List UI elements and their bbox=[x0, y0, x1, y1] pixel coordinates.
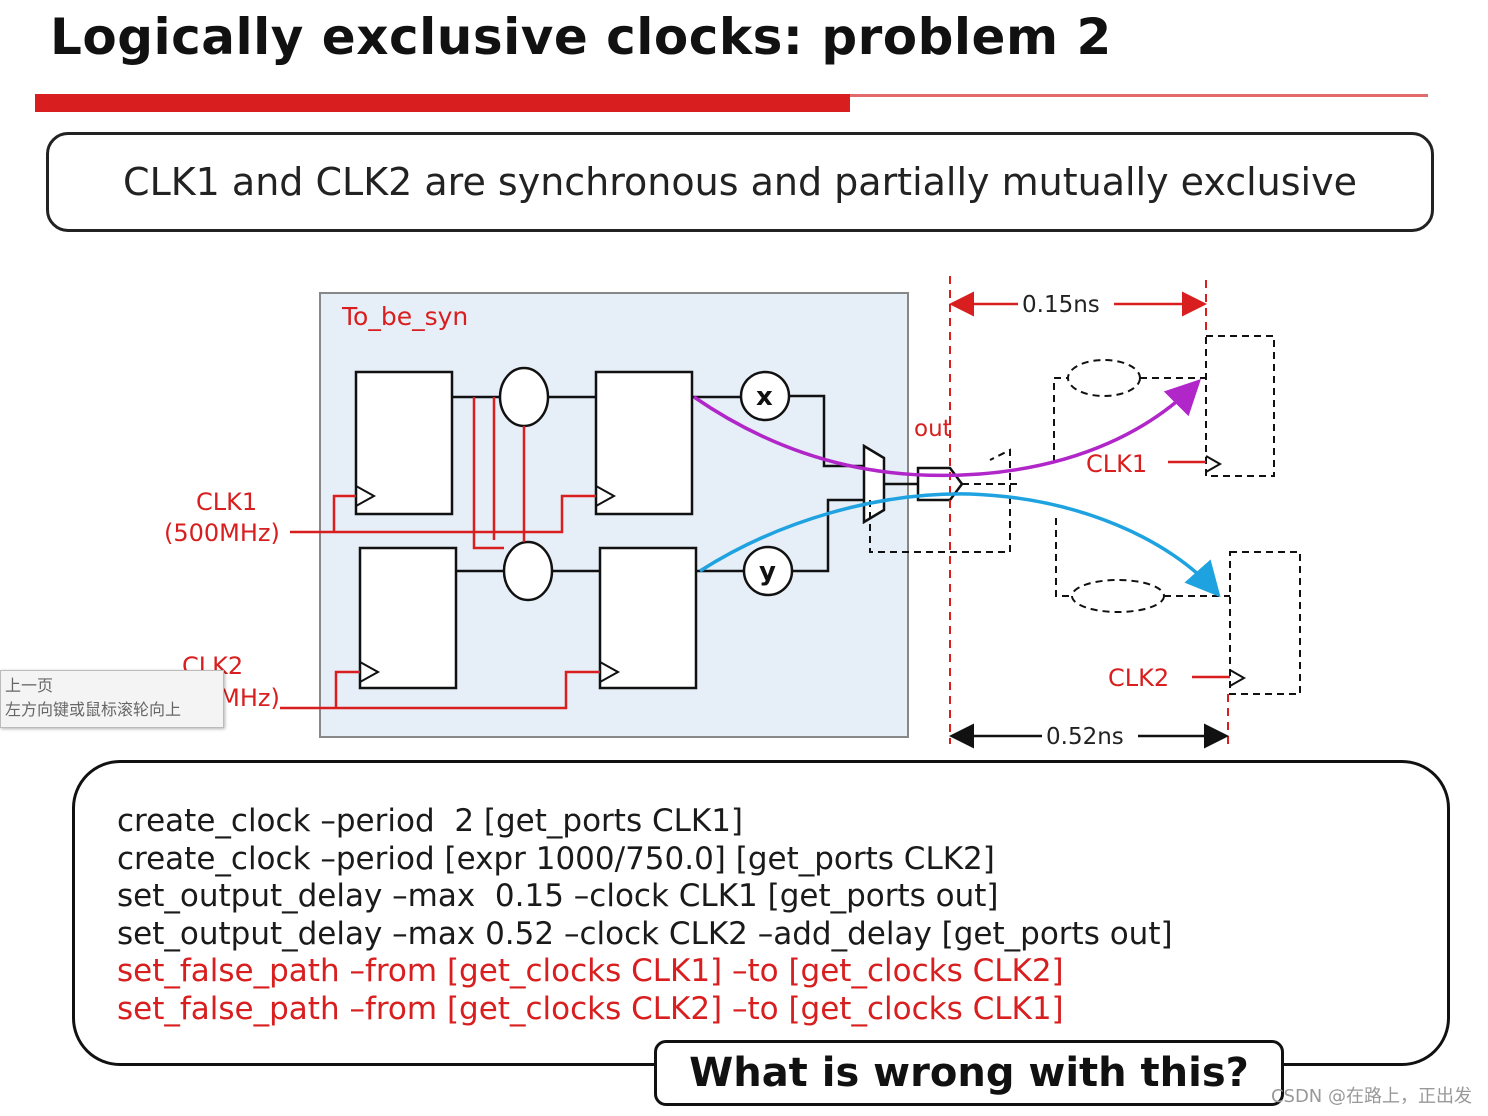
title-rule-thin bbox=[850, 94, 1428, 97]
code-line: set_output_delay –max 0.52 –clock CLK2 –… bbox=[117, 915, 1173, 952]
ext-flop-clk2 bbox=[1229, 551, 1301, 695]
code-line: create_clock –period 2 [get_ports CLK1] bbox=[117, 803, 744, 839]
title-rule-red bbox=[35, 94, 850, 112]
slide-title: Logically exclusive clocks: problem 2 bbox=[50, 8, 1112, 66]
nav-tooltip-popup[interactable]: 上一页 左方向键或鼠标滚轮向上 bbox=[0, 670, 224, 728]
comb-logic-2 bbox=[502, 540, 554, 602]
popup-line-2: 左方向键或鼠标滚轮向上 bbox=[5, 700, 182, 719]
code-line: set_output_delay –max 0.15 –clock CLK1 [… bbox=[117, 878, 999, 914]
gate-y-label: y bbox=[759, 557, 776, 587]
clk1-freq: (500MHz) bbox=[164, 519, 280, 547]
timing-diagram: To_be_syn x y out CLK1 (500MHz) CLK2 (75… bbox=[164, 276, 1301, 750]
flop-1 bbox=[354, 370, 454, 516]
watermark: CSDN @在路上，正出发 bbox=[1270, 1086, 1472, 1107]
ext-clk2-label: CLK2 bbox=[1108, 664, 1169, 692]
flop-3 bbox=[358, 546, 458, 690]
statement-banner: CLK1 and CLK2 are synchronous and partia… bbox=[46, 132, 1434, 232]
question-text: What is wrong with this? bbox=[689, 1050, 1249, 1096]
ext-clk1-label: CLK1 bbox=[1086, 450, 1147, 478]
out-label: out bbox=[914, 416, 952, 442]
question-callout: What is wrong with this? bbox=[654, 1040, 1284, 1106]
flop-4 bbox=[598, 546, 698, 690]
mux bbox=[862, 443, 886, 525]
statement-text: CLK1 and CLK2 are synchronous and partia… bbox=[123, 160, 1357, 204]
ext-flop-clk1 bbox=[1205, 335, 1275, 477]
flop-2 bbox=[594, 370, 694, 516]
popup-line-1: 上一页 bbox=[5, 676, 54, 695]
code-line: create_clock –period [expr 1000/750.0] [… bbox=[117, 840, 995, 877]
module-label: To_be_syn bbox=[341, 302, 468, 331]
sdc-code-box: create_clock –period 2 [get_ports CLK1]c… bbox=[72, 760, 1450, 1066]
path-clk1-magenta bbox=[693, 379, 1201, 478]
clk1-label: CLK1 bbox=[196, 488, 257, 516]
comb-logic-1 bbox=[498, 366, 550, 428]
delay-label-2: 0.52ns bbox=[1046, 724, 1124, 750]
delay-label-1: 0.15ns bbox=[1022, 292, 1100, 318]
path-clk2-cyan bbox=[699, 492, 1221, 598]
code-line-false-path: set_false_path –from [get_clocks CLK2] –… bbox=[117, 990, 1064, 1027]
code-line-false-path: set_false_path –from [get_clocks CLK1] –… bbox=[117, 953, 1064, 989]
gate-x-label: x bbox=[756, 382, 773, 412]
